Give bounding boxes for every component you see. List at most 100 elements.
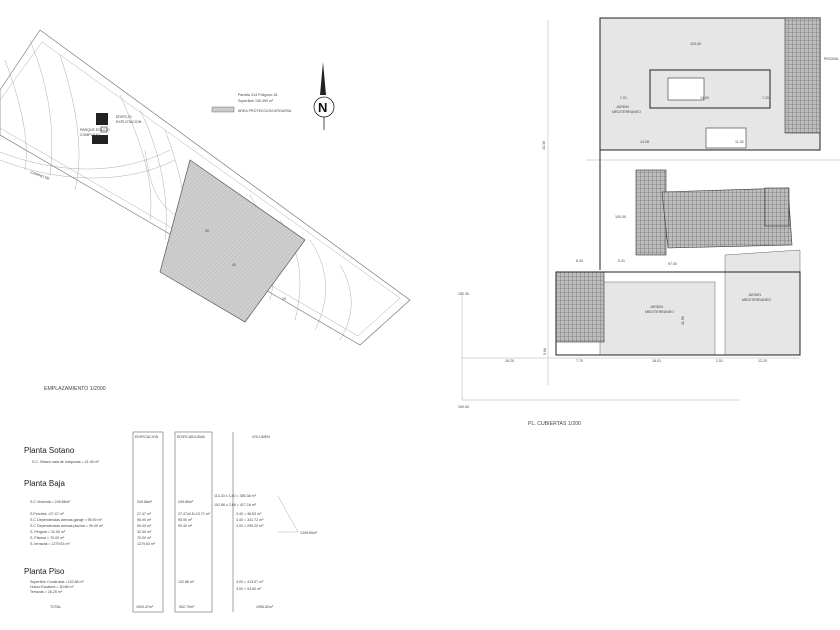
- site-plan-caption: EMPLAZAMIENTO 1/2000: [44, 386, 106, 392]
- building-label-right: EDIFICIO: [116, 115, 132, 119]
- baja-row-label: S. Pergola = 32.00 m²: [30, 530, 66, 534]
- col-edificacion: EDIFICACION: [135, 435, 159, 439]
- parcel-line1: Parcela 314 Polígono 16: [238, 93, 277, 97]
- dim-f: 16.20: [505, 359, 514, 363]
- level-a: 103.00: [690, 42, 701, 46]
- level-c: 97.00: [668, 262, 677, 266]
- dim-n: 5.66: [543, 348, 547, 355]
- baja-row-edificabilidad: 95.90 m²: [178, 518, 193, 522]
- level-e: 100.00: [458, 405, 469, 409]
- baja-row-edificacion: 249.86m²: [137, 500, 153, 504]
- baja-row-label: S.C Vivienda = 249.86m²: [30, 500, 71, 504]
- north-letter: N: [318, 100, 327, 115]
- baja-title: Planta Baja: [24, 479, 65, 488]
- baja-row-edificabilidad: 27.47x0.5=13.71 m²: [178, 512, 211, 516]
- garden2: JARDIN: [650, 305, 663, 309]
- sotano-row: S.C. Sótano sala de máquinas = 21.45 m²: [32, 460, 100, 464]
- col-edificabilidad: EDIFICABILIDAD: [177, 435, 206, 439]
- piso-title: Planta Piso: [24, 567, 65, 576]
- dim-a: 7.01: [620, 96, 627, 100]
- area-table: EDIFICACION EDIFICABILIDAD VOLUMEN Plant…: [24, 431, 318, 613]
- garden3: JARDIN: [748, 293, 761, 297]
- building-label-left2: COMPLEJO: [80, 133, 100, 137]
- building-block: [96, 113, 108, 125]
- piso-volume-rows: 3.00 = 413.07 m³ 3.00 = 94.80 m³: [236, 580, 264, 591]
- baja-rows: S.C Vivienda = 249.86m² 249.86m² 249.86m² S…: [30, 500, 211, 546]
- dim-i: 7.70: [576, 359, 583, 363]
- main-roof: [661, 187, 793, 249]
- piso-row-label: Superficie Construida =132.88 m²: [30, 580, 84, 584]
- lower-garden-left: [599, 281, 716, 356]
- piso-row-label: Terrazas = 26.25 m²: [30, 590, 63, 594]
- baja-row-edificabilidad: 99.40 m²: [178, 524, 193, 528]
- baja-row-label: S. Piscina = 70.00 m²: [30, 536, 65, 540]
- volume-rows: 113.43 x 3.40 = 385.38 m³ 102.66 x 3.68 =…: [214, 494, 264, 528]
- dim-k: 8.40: [576, 259, 583, 263]
- area-label-c: 20: [282, 297, 286, 301]
- dim-m: 11.56: [681, 316, 685, 325]
- baja-row-edificabilidad: 249.86m²: [178, 500, 194, 504]
- volume-row: 102.66 x 3.68 = 417.18 m³: [214, 503, 257, 507]
- roof-left-wing: [635, 169, 667, 256]
- protection-area: [159, 159, 306, 323]
- garden3b: MEDITERRANEO: [742, 298, 771, 302]
- protection-label: AREA PROTECCION GROASSA: [238, 109, 292, 113]
- volume-row: 113.43 x 3.40 = 385.38 m³: [214, 494, 257, 498]
- site-plan: PARQUE EOLICO COMPLEJO EDIFICIO EXPLOTAC…: [0, 29, 411, 392]
- parcel-line2: Superficie 130.490 m²: [238, 99, 274, 103]
- parcel-outline: [0, 29, 411, 346]
- total-label: TOTAL: [50, 605, 61, 609]
- building-label-right2: EXPLOTACION: [116, 120, 142, 124]
- dim-d: 14.08: [640, 140, 649, 144]
- piso-row-label: Hueco Escalera = 30.88 m²: [30, 585, 74, 589]
- building-label-left: PARQUE EOLICO: [80, 128, 110, 132]
- baja-row-edificacion: 99.40 m²: [137, 524, 152, 528]
- piso-row-edificabilidad: 132.88 m²: [178, 580, 195, 584]
- upper-roof-strip: [784, 17, 821, 134]
- baja-row-label: S.C Dependencias anexas piscina = 99.40 …: [30, 524, 104, 528]
- sotano-title: Planta Sotano: [24, 446, 75, 455]
- baja-row-label: S.Porches =27.47 m²: [30, 512, 65, 516]
- area-label-b: 40: [232, 263, 236, 267]
- total-edificabilidad: 592.79m²: [179, 605, 195, 609]
- baja-row-edificacion: 70.00 m²: [137, 536, 152, 540]
- baja-row-label: S. terrazas = 1279.63 m²: [30, 542, 70, 546]
- piso-volume-row: 3.00 = 413.07 m³: [236, 580, 264, 584]
- total-volumen: 1996.62m³: [256, 605, 274, 609]
- dim-j: 2.51: [716, 359, 723, 363]
- total-edificacion: 1903.47m²: [136, 605, 154, 609]
- baja-row-edificacion: 1279.63 m²: [137, 542, 156, 546]
- garden2b: MEDITERRANEO: [645, 310, 674, 314]
- dim-c: 14.00: [700, 96, 709, 100]
- baja-row-label: S.C Dependencias anexas garaje = 95.90 m…: [30, 518, 103, 522]
- dim-total: 43.36: [542, 141, 546, 150]
- baja-row-edificacion: 27.47 m²: [137, 512, 152, 516]
- piso-volume-row: 3.00 = 94.80 m³: [236, 587, 262, 591]
- road-label: CAMINO DE: [30, 170, 51, 181]
- side-label: PISCINA: [824, 57, 839, 61]
- dim-e: 11.92: [735, 140, 744, 144]
- baja-row-edificacion: 32.00 m²: [137, 530, 152, 534]
- garden1: JARDIN: [616, 105, 629, 109]
- dim-h: 12.20: [758, 359, 767, 363]
- volume-row: 3.40 = 46.63 m³: [236, 512, 262, 516]
- north-arrow-icon: N: [313, 62, 335, 130]
- legend-swatch: [211, 106, 235, 113]
- garden1b: MEDITERRANEO: [612, 110, 641, 114]
- roof-plan-caption: PL. CUBIERTAS 1/200: [528, 421, 581, 427]
- dim-b: 7.20: [762, 96, 769, 100]
- col-volumen: VOLUMEN: [252, 435, 270, 439]
- piso-rows: Superficie Construida =132.88 m² 132.88 m…: [30, 580, 195, 594]
- lower-roof-left: [555, 271, 605, 343]
- baja-row-edificacion: 95.90 m²: [137, 518, 152, 522]
- lower-garden-right: [724, 249, 801, 356]
- volume-row: 3.00 = 295.20 m³: [236, 524, 264, 528]
- dim-g: 18.01: [652, 359, 661, 363]
- roof-plan: 43.36 JARDIN MEDITERRANEO PISCINA 7.01 7…: [458, 17, 840, 427]
- volume-row: 3.40 = 341.72 m³: [236, 518, 264, 522]
- level-b: 100.00: [615, 215, 626, 219]
- dim-l: 5.41: [618, 259, 625, 263]
- pool: [649, 69, 771, 109]
- area-label-a: 30: [205, 229, 209, 233]
